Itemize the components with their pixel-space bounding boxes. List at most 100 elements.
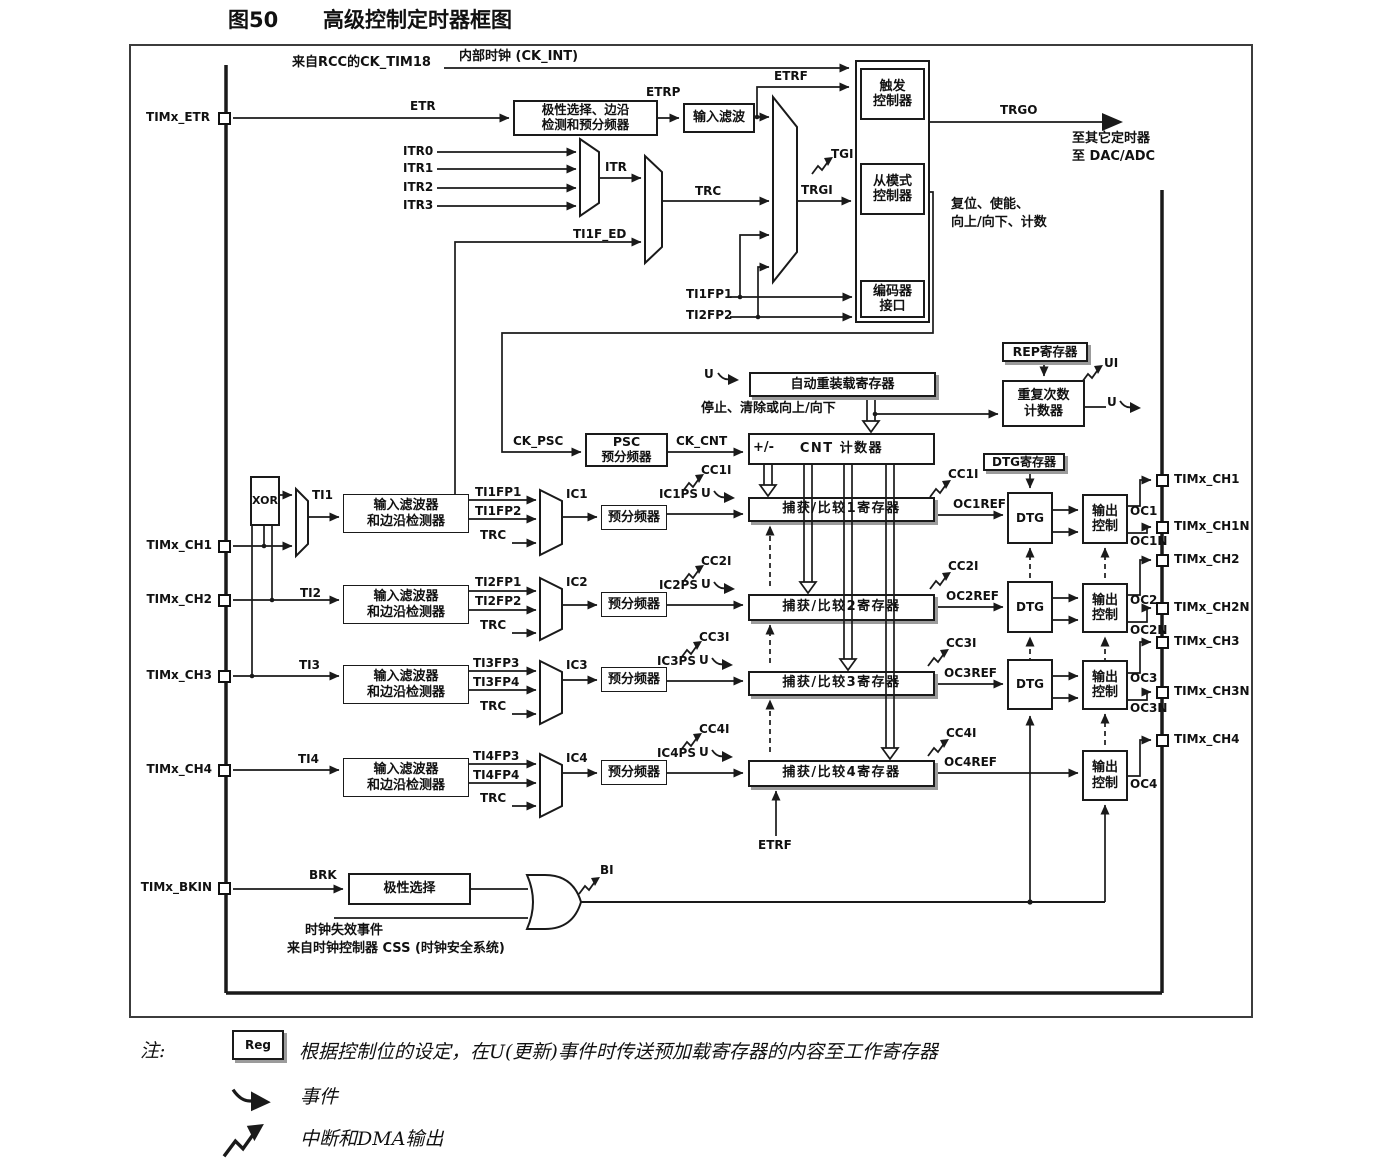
ch2-ocn: OC2N [1130, 623, 1168, 637]
ch2-u: U [701, 577, 711, 591]
label-capture-compare-3: 捕获/比较3寄存器 [782, 675, 901, 691]
ch3-icps: IC3PS [656, 654, 696, 668]
label-etr: ETR [410, 99, 436, 113]
ch1-input-filter-box: 输入滤波器 和边沿检测器 [343, 494, 469, 533]
label-ui: UI [1104, 356, 1119, 370]
auto-reload-register-box: 自动重装载寄存器 [749, 372, 936, 397]
label-itr3: ITR3 [403, 198, 434, 212]
label-u-autoreload: U [704, 367, 714, 381]
ch4-u: U [699, 745, 709, 759]
ch2-cci: CC2I [701, 554, 732, 568]
label-cnt-counter: CNT 计数器 [799, 440, 884, 456]
ch1-fpb: TI1FP2 [475, 504, 522, 518]
ch2-ti: TI2 [300, 586, 321, 600]
ch4-prescaler-box: 预分频器 [601, 760, 667, 785]
trgi-mux [772, 94, 798, 285]
ch3-input-filter-box: 输入滤波器 和边沿检测器 [343, 665, 469, 704]
or-gate [525, 874, 583, 930]
label-pin-ch3-out: TIMx_CH3 [1174, 634, 1240, 648]
pin-timx-ch1 [218, 540, 231, 553]
ch3-u: U [699, 653, 709, 667]
ch3-ocref: OC3REF [944, 666, 997, 680]
etr-polarity-box: 极性选择、边沿 检测和预分频器 [513, 100, 658, 136]
label-tgi: TGI [831, 147, 854, 161]
etr-input-filter-box: 输入滤波 [683, 103, 755, 133]
label-pin-ch3n-out: TIMx_CH3N [1174, 684, 1250, 698]
label-etrf-bottom: ETRF [758, 838, 792, 852]
encoder-interface-box: 编码器 接口 [860, 280, 925, 318]
ch3-cci: CC3I [699, 630, 730, 644]
ch1-prescaler-box: 预分频器 [601, 505, 667, 530]
ch2-icps: IC2PS [658, 578, 698, 592]
figure-number: 图50 [228, 8, 279, 32]
label-etrp: ETRP [646, 85, 681, 99]
label-capture-compare-1: 捕获/比较1寄存器 [782, 501, 901, 517]
pin-timx-ch4 [218, 764, 231, 777]
label-pin-ch1-out: TIMx_CH1 [1174, 472, 1240, 486]
pin-timx-bkin [218, 882, 231, 895]
dtg-register-box: DTG寄存器 [983, 453, 1065, 471]
ch2-input-filter-box: 输入滤波器 和边沿检测器 [343, 585, 469, 624]
capture-compare-3-box [748, 671, 935, 696]
label-trc-top: TRC [695, 184, 722, 198]
ch1-oc: OC1 [1130, 504, 1158, 518]
ic1-mux [539, 488, 563, 557]
pin-timx-ch4-out [1156, 734, 1169, 747]
psc-prescaler-box: PSC 预分频器 [585, 433, 668, 467]
ch1-ti: TI1 [312, 488, 333, 502]
ch1-icps: IC1PS [658, 487, 698, 501]
ti1-mux [295, 486, 309, 559]
label-pin-ch2: TIMx_CH2 [146, 592, 212, 606]
label-etrf-top: ETRF [774, 69, 808, 83]
ch4-oc: OC4 [1130, 777, 1158, 791]
ch3-prescaler-box: 预分频器 [601, 667, 667, 692]
label-pin-ch4: TIMx_CH4 [146, 762, 212, 776]
ch2-prescaler-box: 预分频器 [601, 592, 667, 617]
label-pin-etr: TIMx_ETR [146, 110, 210, 124]
ch4-cci: CC4I [699, 722, 730, 736]
label-pin-ch1: TIMx_CH1 [146, 538, 212, 552]
ch3-trc: TRC [480, 699, 507, 713]
label-trgo: TRGO [1000, 103, 1038, 117]
label-ti1f-ed: TI1F_ED [573, 227, 627, 241]
label-pin-ch4-out: TIMx_CH4 [1174, 732, 1240, 746]
ch2-ic: IC2 [566, 575, 588, 589]
ch2-fpa: TI2FP1 [475, 575, 522, 589]
ch2-output-control-box: 输出 控制 [1082, 583, 1128, 633]
pin-timx-ch3-out [1156, 636, 1169, 649]
pin-timx-ch1-out [1156, 474, 1169, 487]
note-line1: 根据控制位的设定，在U(更新)事件时传送预加载寄存器的内容至工作寄存器 [299, 1041, 938, 1063]
trc-mux [644, 153, 663, 266]
ch3-fpa: TI3FP3 [473, 656, 520, 670]
label-clock-fail: 时钟失效事件 [305, 923, 384, 938]
pin-timx-ch2-out [1156, 554, 1169, 567]
ch1-cci2: CC1I [948, 467, 979, 481]
ch4-fpa: TI4FP3 [473, 749, 520, 763]
note-event: 事件 [300, 1086, 339, 1108]
ch4-icps: IC4PS [656, 746, 696, 760]
label-ti2fp2-enc: TI2FP2 [686, 308, 733, 322]
pin-timx-ch3n-out [1156, 686, 1169, 699]
label-pin-ch3: TIMx_CH3 [146, 668, 212, 682]
ch1-ocref: OC1REF [953, 497, 1006, 511]
xor-box: XOR [250, 476, 280, 526]
ch4-output-control-box: 输出 控制 [1082, 750, 1128, 801]
ch4-fpb: TI4FP4 [473, 768, 520, 782]
trigger-controller-box: 触发 控制器 [860, 68, 925, 120]
ch2-trc: TRC [480, 618, 507, 632]
ch4-ic: IC4 [566, 751, 588, 765]
label-itr0: ITR0 [403, 144, 434, 158]
ch1-dtg-box: DTG [1007, 492, 1053, 544]
repetition-counter-box: 重复次数 计数器 [1002, 380, 1085, 427]
label-itr2: ITR2 [403, 180, 434, 194]
ch3-oc: OC3 [1130, 671, 1158, 685]
label-to-dac-adc: 至 DAC/ADC [1072, 149, 1156, 164]
ic2-mux [539, 576, 563, 642]
label-brk: BRK [309, 868, 337, 882]
pin-timx-etr [218, 112, 231, 125]
ch3-output-control-box: 输出 控制 [1082, 660, 1128, 710]
itr-mux [579, 137, 600, 218]
label-css: 来自时钟控制器 CSS (时钟安全系统) [287, 941, 505, 956]
label-plus-minus: +/- [753, 440, 775, 455]
note-irq: 中断和DMA输出 [300, 1128, 444, 1150]
